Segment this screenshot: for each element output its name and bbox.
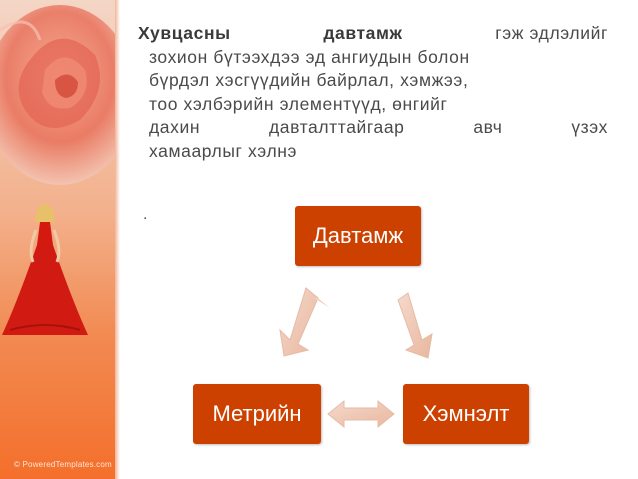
banner-edge [115,0,120,479]
node-hemnelt: Хэмнэлт [403,384,529,444]
line5-word: үзэх [571,117,608,137]
rose-and-model-illustration [0,5,120,335]
arrow-right-diagonal [397,292,433,359]
line1-rest: гэж эдлэлийг [495,23,608,43]
node-metriin: Метрийн [193,384,321,444]
paragraph-line-2: зохион бүтээхдээ эд ангиудын болон [149,46,470,67]
watermark-text: © PoweredTemplates.com [14,460,112,469]
arrow-left-diagonal [279,287,330,357]
arrow-horizontal-double [327,399,395,429]
paragraph-line-3: бүрдэл хэсгүүдийн байрлал, хэмжээ, [149,70,469,90]
decorative-banner: © PoweredTemplates.com [0,0,120,479]
bullet-dot: . [143,206,148,223]
definition-paragraph: Хувцасны давтамж гэж эдлэлийг зохион бүт… [138,22,608,163]
line5-word: авч [473,117,503,137]
bold-term-2: давтамж [323,23,403,43]
line5-word: дахин [149,117,201,137]
paragraph-line-4: тоо хэлбэрийн элементүүд, өнгийг [149,93,448,114]
bold-term-1: Хувцасны [138,23,231,43]
node-davtamj: Давтамж [295,206,421,266]
paragraph-line-1: Хувцасны давтамж гэж эдлэлийг [138,22,608,46]
paragraph-line-5: дахин давталттайгаар авч үзэх [138,116,608,140]
line5-word: давталттайгаар [268,117,405,137]
paragraph-line-6: хамаарлыг хэлнэ [149,140,298,161]
